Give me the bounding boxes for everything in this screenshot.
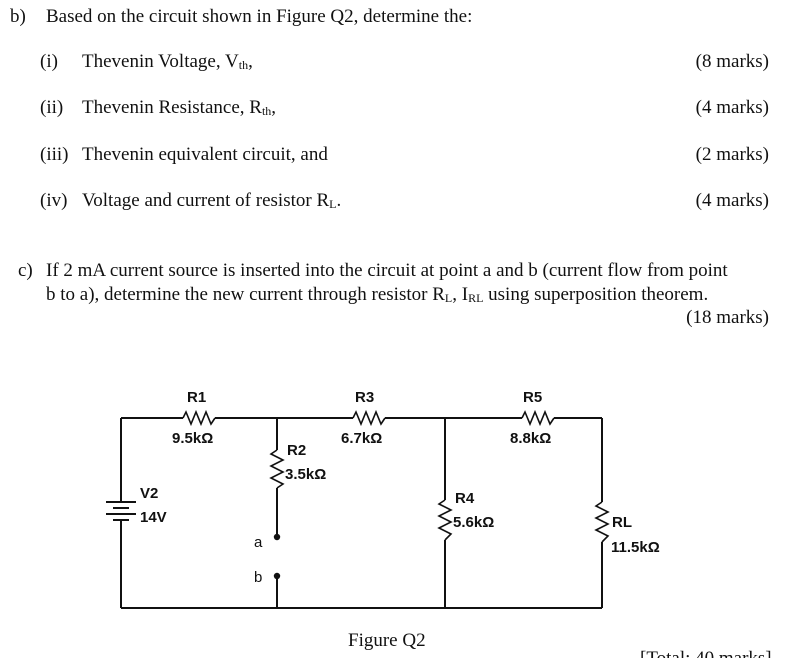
- v2-battery-symbol: [106, 501, 136, 522]
- circuit-wires: [120, 417, 603, 609]
- terminal-b-dot: [273, 572, 281, 580]
- node-a-label: a: [254, 534, 263, 551]
- part-b-letter: b): [10, 6, 26, 27]
- rl-resistor-symbol: [594, 501, 610, 543]
- item-iv-marks: (4 marks): [695, 190, 769, 211]
- v2-value-label: 14V: [140, 509, 167, 526]
- item-iii-number: (iii): [40, 144, 69, 165]
- item-iv-number: (iv): [40, 190, 68, 211]
- total-marks-partial: [Total: 40 marks]: [640, 648, 772, 658]
- node-b-label: b: [254, 569, 262, 586]
- r4-value-label: 5.6kΩ: [453, 514, 494, 531]
- part-c-letter: c): [18, 260, 33, 281]
- item-i-marks: (8 marks): [695, 51, 769, 72]
- part-c-line1: If 2 mA current source is inserted into …: [46, 260, 728, 281]
- r2-resistor-symbol: [269, 449, 285, 489]
- item-iv-text: Voltage and current of resistor RL.: [82, 190, 342, 211]
- item-ii-number: (ii): [40, 97, 64, 118]
- figure-caption: Figure Q2: [348, 630, 426, 651]
- item-iii-text: Thevenin equivalent circuit, and: [82, 144, 328, 165]
- terminal-a-dot: [273, 533, 281, 541]
- r5-value-label: 8.8kΩ: [510, 430, 551, 447]
- r3-value-label: 6.7kΩ: [341, 430, 382, 447]
- item-ii-marks: (4 marks): [695, 97, 769, 118]
- r3-resistor-symbol: [352, 409, 386, 427]
- r3-name-label: R3: [355, 389, 374, 406]
- r5-name-label: R5: [523, 389, 542, 406]
- r4-resistor-symbol: [437, 499, 453, 541]
- r2-value-label: 3.5kΩ: [285, 466, 326, 483]
- rl-value-label: 11.5kΩ: [611, 539, 660, 556]
- part-c-marks: (18 marks): [686, 307, 769, 328]
- item-ii-text: Thevenin Resistance, Rth,: [82, 97, 277, 118]
- part-c-line2: b to a), determine the new current throu…: [46, 284, 709, 305]
- r1-value-label: 9.5kΩ: [172, 430, 213, 447]
- part-b-intro: Based on the circuit shown in Figure Q2,…: [46, 6, 473, 27]
- r1-resistor-symbol: [182, 409, 216, 427]
- r1-name-label: R1: [187, 389, 206, 406]
- item-i-number: (i): [40, 51, 58, 72]
- v2-name-label: V2: [140, 485, 158, 502]
- item-iii-marks: (2 marks): [695, 144, 769, 165]
- rl-name-label: RL: [612, 514, 632, 531]
- r2-name-label: R2: [287, 442, 306, 459]
- r4-name-label: R4: [455, 490, 475, 507]
- item-i-text: Thevenin Voltage, Vth,: [82, 51, 253, 72]
- r5-resistor-symbol: [521, 409, 555, 427]
